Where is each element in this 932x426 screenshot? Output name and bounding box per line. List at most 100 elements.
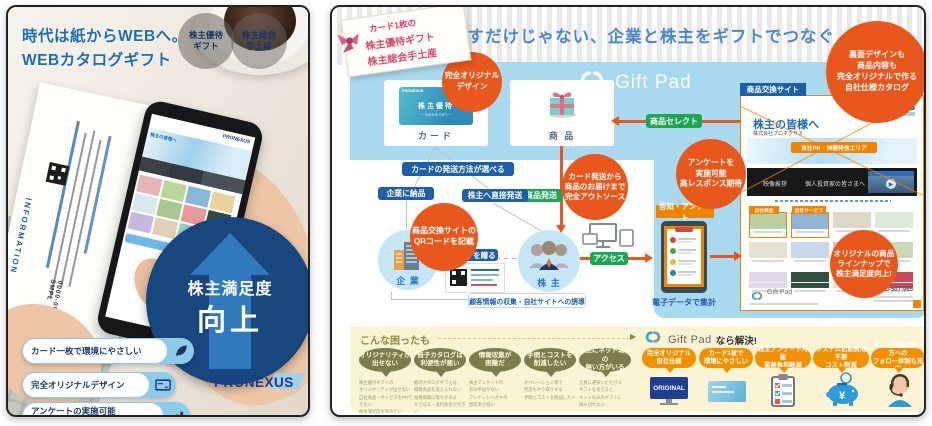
right-page: 渡すだけじゃない、企業と株主をギフトでつなぐ カード1枚の 株主優待ギフト 株主…: [330, 5, 926, 417]
flow-line: [618, 120, 650, 123]
site-title: 株主の皆様へ: [753, 119, 819, 131]
feature-pill-survey: アンケートの実施可能 高レスポンス期待: [22, 402, 190, 415]
solution-bubble: ネット環境の無い方への フォロー体制も充実: [871, 342, 924, 374]
solution-bubble: カード1枚で 環境にやさしい: [699, 348, 753, 373]
badge-shareholder-gift: 株主優待 ギフト: [178, 13, 234, 69]
exchange-site-tab: 商品交換サイト: [740, 83, 806, 96]
piggy-bank-icon: ¥: [824, 371, 862, 412]
arrow-right-icon: [645, 253, 653, 263]
card-title: 株主優待: [418, 103, 454, 110]
qr-code-icon: [45, 162, 70, 186]
bubble-qr-code: 商品交換サイトの QRコードを記載: [410, 203, 478, 271]
letter-text-line: [68, 139, 102, 288]
monitor-icon: ORIGINAL: [650, 377, 688, 407]
solutions-heading: Gift Pad なら解決!: [642, 330, 757, 349]
heading-arrow-icon: ▶: [630, 332, 637, 341]
giftpad-mark-icon: [749, 288, 765, 306]
card-subtitle: ─ ONLINE GIFT ─: [421, 113, 451, 117]
letter-text-line: [60, 130, 96, 288]
problem-bubble: 株主にネット環境の 無い方がいる: [579, 347, 631, 377]
site-video-bar: 映像挨拶 個人投資家の皆さまへ ▶: [747, 168, 917, 196]
giftpad-mark-icon: [575, 69, 609, 96]
shareholder-label: 株 主: [537, 278, 561, 288]
feature-label: カード一枚で環境にやさしい: [23, 339, 167, 363]
digital-tally-label: 電子データで集計: [652, 298, 716, 307]
site-pr-button: 自社PR・情報発信エリア: [791, 142, 877, 153]
up-arrow-icon: [190, 233, 270, 275]
bubble-custom-catalog: 裏面デザインも 商品内容も 完全オリジナルで作る 自社仕様カタログ: [826, 21, 924, 123]
flow-line: [700, 120, 740, 123]
arrow-left-icon: [611, 116, 619, 126]
card-brand: PRONEXUS: [402, 89, 424, 93]
letter-heading: INFORMATION: [8, 197, 34, 276]
site-section-note: [775, 200, 891, 202]
page-top-button: [913, 300, 921, 308]
arrow-right-icon: [734, 251, 742, 261]
flow-line: [560, 146, 563, 226]
problem-bubble: 手間とコストを 削減したい: [524, 348, 576, 377]
solution-bubble: システム初期費用不要 コスト削減: [813, 346, 869, 373]
badge-meeting-souvenir: 株主総会 手土産: [231, 13, 287, 69]
solutions-brand: Gift Pad: [668, 333, 712, 346]
phone-brand: PRONEXUS: [221, 133, 251, 146]
notice-survey-label: 告知・アンケート: [656, 202, 714, 222]
feature-pill-original: 完全オリジナルデザイン: [22, 372, 176, 398]
gift-box-icon: [546, 88, 578, 118]
exchange-site-mock: PRONEXUS 株主の皆様へ 株式会社プロネクサス 自社PR・情報発信エリア …: [740, 95, 924, 311]
card-box-label: カード: [417, 131, 454, 141]
investor-label: 個人投資家の皆さまへ: [805, 182, 866, 188]
leaf-icon: [168, 344, 194, 358]
own-service-tag: 自社サービス: [792, 206, 826, 214]
feedback-badge: 顧客情報の収集・自社サイトへの誘導: [468, 293, 586, 308]
feature-label: 完全オリジナルデザイン: [23, 373, 149, 397]
ribbon-bow-icon: [333, 24, 367, 58]
left-headline: 時代は紙からWEBへ。 WEBカタログギフト: [22, 28, 188, 70]
satisfaction-text-top: 株主満足度: [187, 281, 273, 298]
letter-text-line: [45, 120, 80, 269]
problem-bubble: オリジナリティが 出せない: [359, 348, 411, 377]
problem-detail: 株主優待ギフトの オリジナリティが出せない 自社商品・サービスをPRできない 株…: [359, 380, 413, 415]
bubble-outsource: カード発送から 商品のお届けまで 完全アウトソース: [562, 154, 628, 220]
own-product-tag: 自社商品: [749, 206, 779, 214]
logo-text: PRONEXUS: [214, 375, 294, 390]
site-footer-phone: 0120-507-965: [875, 287, 913, 293]
feature-pill-eco: カード一枚で環境にやさしい: [22, 338, 194, 364]
problem-bubble: 情報収集が 困難だ: [469, 348, 521, 377]
giftpad-mark-icon: [642, 330, 664, 349]
product-select-badge: 商品セレクト: [646, 114, 702, 128]
site-company: 株式会社プロネクサス: [753, 131, 803, 137]
product-ship-badge: 商品発送: [520, 189, 562, 202]
qr-code-icon: [450, 269, 467, 286]
clipboard-icon: [770, 373, 796, 412]
site-footer: Gift Pad 0120-507-965: [741, 282, 923, 310]
giftpad-logo-text: Gift Pad: [615, 71, 692, 93]
problem-detail: オペレーション等で 何度もやり取りする 手間とコストを削減したい: [524, 380, 576, 400]
direct-ship-badge: 株主へ直接発送: [462, 189, 528, 202]
problem-detail: 全員に選択いただける ギフトを考えると、 ネットのみのギフトに 踏み切れない: [579, 380, 622, 407]
bubble-lineup: オリジナルの商品 ラインナップで 株主満足度向上!: [830, 230, 898, 298]
connector-line: [493, 203, 546, 234]
page-title: 渡すだけじゃない、企業と株主をギフトでつなぐ: [450, 28, 835, 46]
problem-detail: 株主アンケートの 有効手段がない アンケートハガキの 回収率が低い: [469, 380, 508, 407]
bar-chart-icon: [164, 410, 190, 415]
solutions-suffix: なら解決!: [715, 335, 757, 347]
video-thumbnail: ▶: [868, 171, 914, 193]
monitor-screen-text: ORIGINAL: [650, 377, 688, 399]
company-label: 企 業: [396, 276, 420, 286]
arrow-down-icon: [556, 225, 566, 233]
svg-text:¥: ¥: [839, 390, 846, 402]
access-badge: アクセス: [590, 252, 628, 265]
ribbon-note: カード1枚の 株主優待ギフト 株主総会手土産: [337, 7, 472, 78]
heading-dashed-line: [438, 338, 630, 339]
product-box: 商 品: [510, 80, 614, 146]
video-label: 映像挨拶: [763, 182, 788, 188]
operator-icon: [884, 373, 916, 412]
problem-bubble: 冊子カタログは 利便性が悪い: [414, 348, 466, 377]
survey-tablet-icon: [661, 221, 707, 293]
card-icon: [708, 381, 746, 402]
ship-method-badge: カードの発送方法が選べる: [402, 162, 514, 176]
satisfaction-text-bottom: 向上: [196, 305, 263, 337]
giftpad-logo: Gift Pad: [575, 69, 692, 96]
people-icon: [525, 238, 573, 279]
